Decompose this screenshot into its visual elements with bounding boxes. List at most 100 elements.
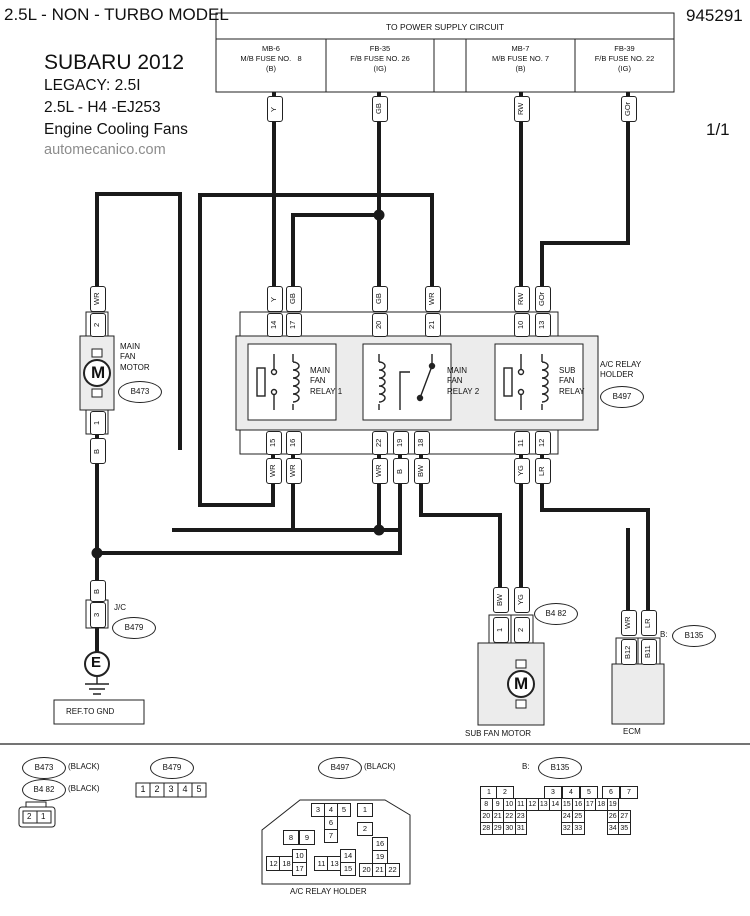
flag-ecm-wr: WR (621, 610, 637, 636)
b497-cell-5: 5 (337, 803, 351, 817)
flag-ecm-lr: LR (641, 610, 657, 636)
b497-cell-2: 2 (357, 822, 373, 836)
sub-fan-motor-label: SUB FAN MOTOR (465, 729, 532, 738)
pin-bottom-5: 11 (514, 431, 530, 455)
pin-top-4: 10 (514, 313, 530, 337)
b497-cell-13: 13 (327, 856, 342, 871)
wire-harness (95, 92, 650, 652)
flag-motor-top: WR (90, 286, 106, 312)
pin-top-3: 21 (425, 313, 441, 337)
sub-relay-label: SUB FAN RELAY (559, 366, 585, 396)
pin-bottom-1: 16 (286, 431, 302, 455)
flag-gor: GOr (621, 96, 637, 122)
b497-cell-3: 3 (311, 803, 325, 817)
flag-relay-top-2: GB (372, 286, 388, 312)
pin-bottom-6: 12 (535, 431, 551, 455)
pin-top-5: 13 (535, 313, 551, 337)
b135-pin-35: 35 (618, 822, 631, 835)
pin-top-1: 17 (286, 313, 302, 337)
connector-tag-b473[interactable]: B473 (118, 381, 162, 403)
pin-jc-3: 3 (90, 602, 106, 628)
title-engine: 2.5L - H4 -EJ253 (44, 99, 161, 116)
ref-to-gnd-box (53, 699, 145, 725)
view-b135-prefix: B: (522, 762, 530, 771)
b497-cell-14: 14 (340, 849, 356, 863)
b479-pin-5: 5 (196, 784, 202, 794)
flag-relay-bottom-3: B (393, 458, 409, 484)
flag-relay-bottom-0: WR (266, 458, 282, 484)
view-tag-b497[interactable]: B497 (318, 757, 362, 779)
connector-tag-b479[interactable]: B479 (112, 617, 156, 639)
pin-ecm-b12: B12 (621, 639, 637, 665)
page-number: 1/1 (706, 120, 730, 139)
fuse-fb35: FB-35 F/B FUSE NO. 26 (IG) (350, 44, 410, 74)
splice-ground (91, 547, 103, 559)
title-make-year: SUBARU 2012 (44, 51, 185, 74)
view-tag-b479[interactable]: B479 (150, 757, 194, 779)
b135-pin-32: 32 (560, 822, 573, 835)
b497-cell-9: 9 (299, 830, 315, 845)
flag-sub-yg: YG (514, 587, 530, 613)
power-supply-box (215, 12, 675, 93)
view-b497-color: (BLACK) (364, 762, 396, 771)
b479-pin-3: 3 (168, 784, 174, 794)
b135-pin-33: 33 (572, 822, 585, 835)
b497-cell-1: 1 (357, 803, 373, 817)
view-b482-color: (BLACK) (68, 784, 100, 793)
pin-ecm-b11: B11 (641, 639, 657, 665)
b497-cell-6: 6 (324, 816, 338, 830)
splice-wr (373, 524, 385, 536)
b497-cell-7: 7 (324, 829, 338, 843)
fuse-fb39: FB-39 F/B FUSE NO. 22 (IG) (594, 44, 655, 74)
b135-pin-29: 29 (491, 822, 504, 835)
connector-tag-b482[interactable]: B4 82 (534, 603, 578, 625)
sub-fan-motor-symbol: M (514, 674, 529, 693)
ecm-prefix: B: (660, 630, 668, 639)
main-fan-motor-symbol: M (91, 363, 106, 382)
title-system: Engine Cooling Fans (44, 121, 188, 138)
flag-sub-bw: BW (493, 587, 509, 613)
flag-relay-bottom-1: WR (286, 458, 302, 484)
b479-pin-4: 4 (182, 784, 188, 794)
relay-1-label: MAIN FAN RELAY 1 (310, 366, 343, 396)
flag-jc: B (90, 580, 106, 602)
main-fan-motor-label: MAIN FAN MOTOR (120, 342, 150, 372)
view-tag-b135[interactable]: B135 (538, 757, 582, 779)
pin-motor-2: 2 (90, 313, 106, 337)
pin-top-0: 14 (267, 313, 283, 337)
relay-2-box (362, 343, 452, 421)
flag-relay-top-4: RW (514, 286, 530, 312)
b497-cell-15: 15 (340, 862, 356, 876)
flag-gb: GB (372, 96, 388, 122)
pin-top-2: 20 (372, 313, 388, 337)
ecm-box (611, 663, 665, 725)
view-tag-b482[interactable]: B4 82 (22, 779, 66, 801)
flag-relay-bottom-6: LR (535, 458, 551, 484)
b497-cell-8: 8 (283, 830, 299, 845)
flag-relay-top-5: GOr (535, 286, 551, 312)
view-tag-b473[interactable]: B473 (22, 757, 66, 779)
b497-cell-19: 19 (372, 850, 388, 864)
fuse-mb6: MB-6 M/B FUSE NO. 8 (B) (240, 44, 302, 74)
flag-relay-bottom-4: BW (414, 458, 430, 484)
ref-to-gnd-label: REF.TO GND (66, 707, 115, 716)
b497-cell-10: 10 (292, 849, 307, 863)
doc-number: 945291 (686, 6, 743, 25)
b135-pin-7: 7 (620, 786, 638, 799)
flag-y: Y (267, 96, 283, 122)
connector-tag-b135[interactable]: B135 (672, 625, 716, 647)
connector-tag-b497[interactable]: B497 (600, 386, 644, 408)
b135-pin-25: 25 (572, 810, 585, 823)
view-b473-color: (BLACK) (68, 762, 100, 771)
flag-motor-bottom: B (90, 438, 106, 464)
flag-rw: RW (514, 96, 530, 122)
pin-motor-1: 1 (90, 411, 106, 435)
ecm-label: ECM (623, 727, 641, 736)
b135-pin-28: 28 (480, 822, 493, 835)
website-watermark: automecanico.com (44, 142, 166, 158)
pin-sub-1: 1 (493, 617, 509, 643)
pin-bottom-3: 19 (393, 431, 409, 455)
view-b497-caption: A/C RELAY HOLDER (290, 887, 367, 896)
b497-cell-22: 22 (385, 863, 400, 877)
view-b482-pin-2: 2 (27, 812, 32, 821)
